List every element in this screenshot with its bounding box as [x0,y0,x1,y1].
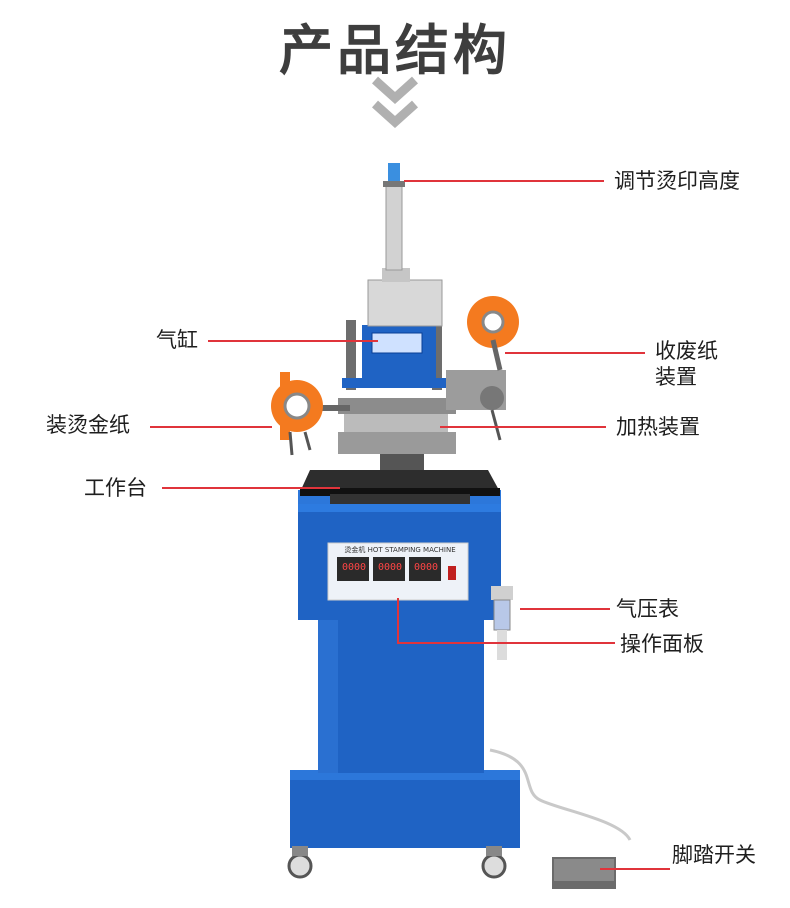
leader-adjust-height [404,180,604,182]
label-waste-line2: 装置 [655,365,697,389]
label-foil-mount: 装烫金纸 [46,413,130,437]
air-gauge [491,586,513,660]
label-panel: 操作面板 [620,632,704,656]
control-panel [327,542,469,601]
pedal-cable [489,748,632,841]
label-worktable: 工作台 [84,476,147,500]
label-waste-line1: 收废纸 [655,339,718,363]
leader-cylinder [208,340,378,342]
machine-plate-sub: HOT STAMPING MACHINE [367,546,456,554]
label-adjust-height: 调节烫印高度 [614,169,740,193]
display-left: 0000 [341,562,367,573]
foot-pedal [552,857,616,889]
leader-panel [397,642,615,644]
display-mid: 0000 [377,562,403,573]
chevron-down-icon [372,76,418,129]
leader-foil [150,426,272,428]
machine-base [287,618,520,879]
leader-foot [600,868,670,870]
foil-reel-left [271,372,350,456]
waste-reel-right [446,296,519,441]
leader-worktable [162,487,340,489]
leader-panel-v [397,598,399,644]
worktable-shape [300,470,500,504]
page-title: 产品结构 [279,19,511,82]
leader-waste [505,352,645,354]
leader-heating [440,426,606,428]
label-foot-switch: 脚踏开关 [672,843,756,867]
leader-gauge [520,608,610,610]
label-gauge: 气压表 [616,597,679,621]
press-frame [342,163,446,390]
label-heating: 加热装置 [616,415,700,439]
display-right: 0000 [413,562,439,573]
machine-plate-title: 烫金机 [344,546,366,554]
label-waste: 收废纸 装置 [655,338,735,390]
label-cylinder: 气缸 [156,328,198,352]
machine-plate: 烫金机 HOT STAMPING MACHINE [340,545,460,555]
heating-plate [338,398,456,470]
